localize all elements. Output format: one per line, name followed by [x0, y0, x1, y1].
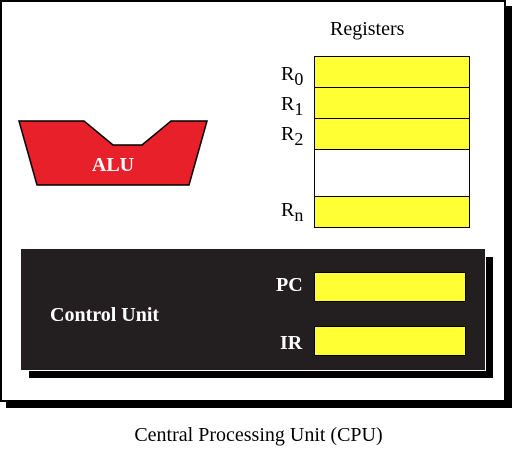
- pc-register: [314, 272, 466, 302]
- register-r0: [314, 56, 470, 88]
- ir-register: [314, 326, 466, 356]
- ir-label: IR: [280, 332, 303, 354]
- alu: ALU: [18, 120, 208, 186]
- register-label-r1: R1: [281, 93, 304, 119]
- register-label-r0: R0: [281, 63, 304, 89]
- register-rn: [314, 196, 470, 228]
- control-unit-label: Control Unit: [50, 304, 160, 326]
- control-unit: [20, 248, 486, 371]
- register-label-rn: Rn: [281, 199, 304, 225]
- alu-shape: [18, 120, 208, 186]
- register-empty: [314, 149, 470, 197]
- register-r1: [314, 87, 470, 119]
- alu-label: ALU: [91, 154, 135, 176]
- pc-label: PC: [276, 274, 303, 296]
- registers-title: Registers: [330, 18, 405, 40]
- register-r2: [314, 118, 470, 150]
- caption: Central Processing Unit (CPU): [134, 424, 383, 446]
- register-label-r2: R2: [281, 123, 304, 149]
